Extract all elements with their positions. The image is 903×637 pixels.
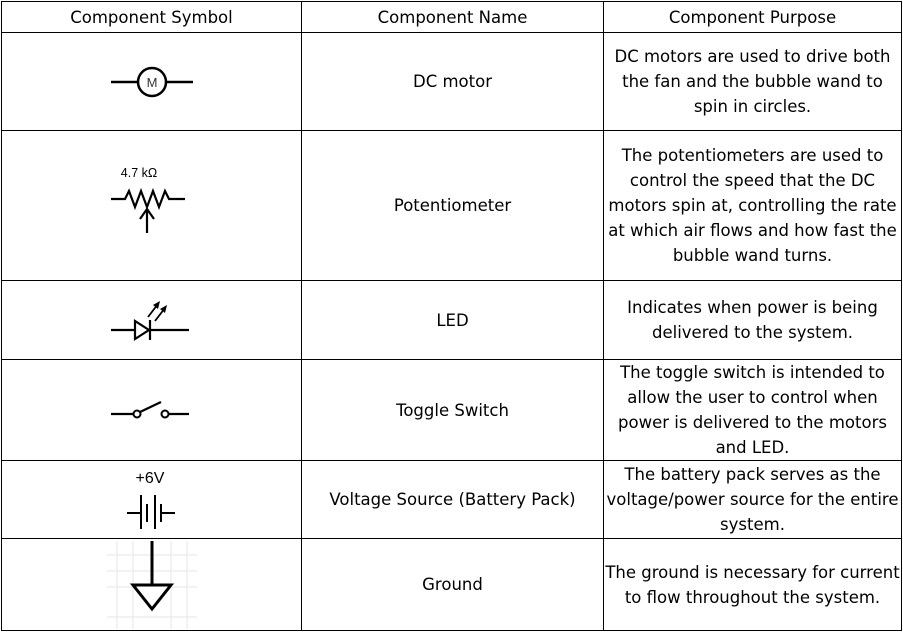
symbol-cell xyxy=(1,359,302,461)
purpose-cell: The potentiometers are used to control t… xyxy=(603,130,902,281)
purpose-cell: The toggle switch is intended to allow t… xyxy=(603,359,902,461)
resistance-label: 4.7 kΩ xyxy=(120,166,156,180)
purpose-cell: Indicates when power is being delivered … xyxy=(603,280,902,360)
potentiometer-symbol-icon: 4.7 kΩ xyxy=(110,166,185,233)
table-row: Ground The ground is necessary for curre… xyxy=(1,538,902,631)
table-row: +6V Voltage Source (Battery Pack) The ba… xyxy=(1,460,902,539)
header-symbol: Component Symbol xyxy=(1,1,302,33)
symbol-cell: 4.7 kΩ xyxy=(1,130,302,281)
battery-symbol-icon: +6V xyxy=(126,470,175,529)
ground-symbol-icon xyxy=(106,540,197,629)
motor-label: M xyxy=(146,75,157,90)
voltage-label: +6V xyxy=(135,470,164,487)
name-cell: Potentiometer xyxy=(301,130,604,281)
table-row: 4.7 kΩ Potentiometer The potentiometers … xyxy=(1,130,902,281)
symbol-cell: M xyxy=(1,32,302,131)
table-row: LED Indicates when power is being delive… xyxy=(1,280,902,360)
name-cell: Voltage Source (Battery Pack) xyxy=(301,460,604,539)
purpose-cell: The ground is necessary for current to f… xyxy=(603,538,902,631)
header-purpose: Component Purpose xyxy=(603,1,902,33)
toggle-switch-symbol-icon xyxy=(110,401,189,419)
name-cell: Ground xyxy=(301,538,604,631)
header-name: Component Name xyxy=(301,1,604,33)
led-symbol-icon xyxy=(110,301,189,342)
purpose-cell: DC motors are used to drive both the fan… xyxy=(603,32,902,131)
header-row: Component Symbol Component Name Componen… xyxy=(1,1,902,33)
table-row: Toggle Switch The toggle switch is inten… xyxy=(1,359,902,461)
dc-motor-symbol-icon: M xyxy=(110,66,193,97)
name-cell: Toggle Switch xyxy=(301,359,604,461)
table-row: M DC motor DC motors are used to drive b… xyxy=(1,32,902,131)
name-cell: LED xyxy=(301,280,604,360)
symbol-cell xyxy=(1,280,302,360)
symbol-cell: +6V xyxy=(1,460,302,539)
symbol-cell xyxy=(1,538,302,631)
purpose-cell: The battery pack serves as the voltage/p… xyxy=(603,460,902,539)
name-cell: DC motor xyxy=(301,32,604,131)
